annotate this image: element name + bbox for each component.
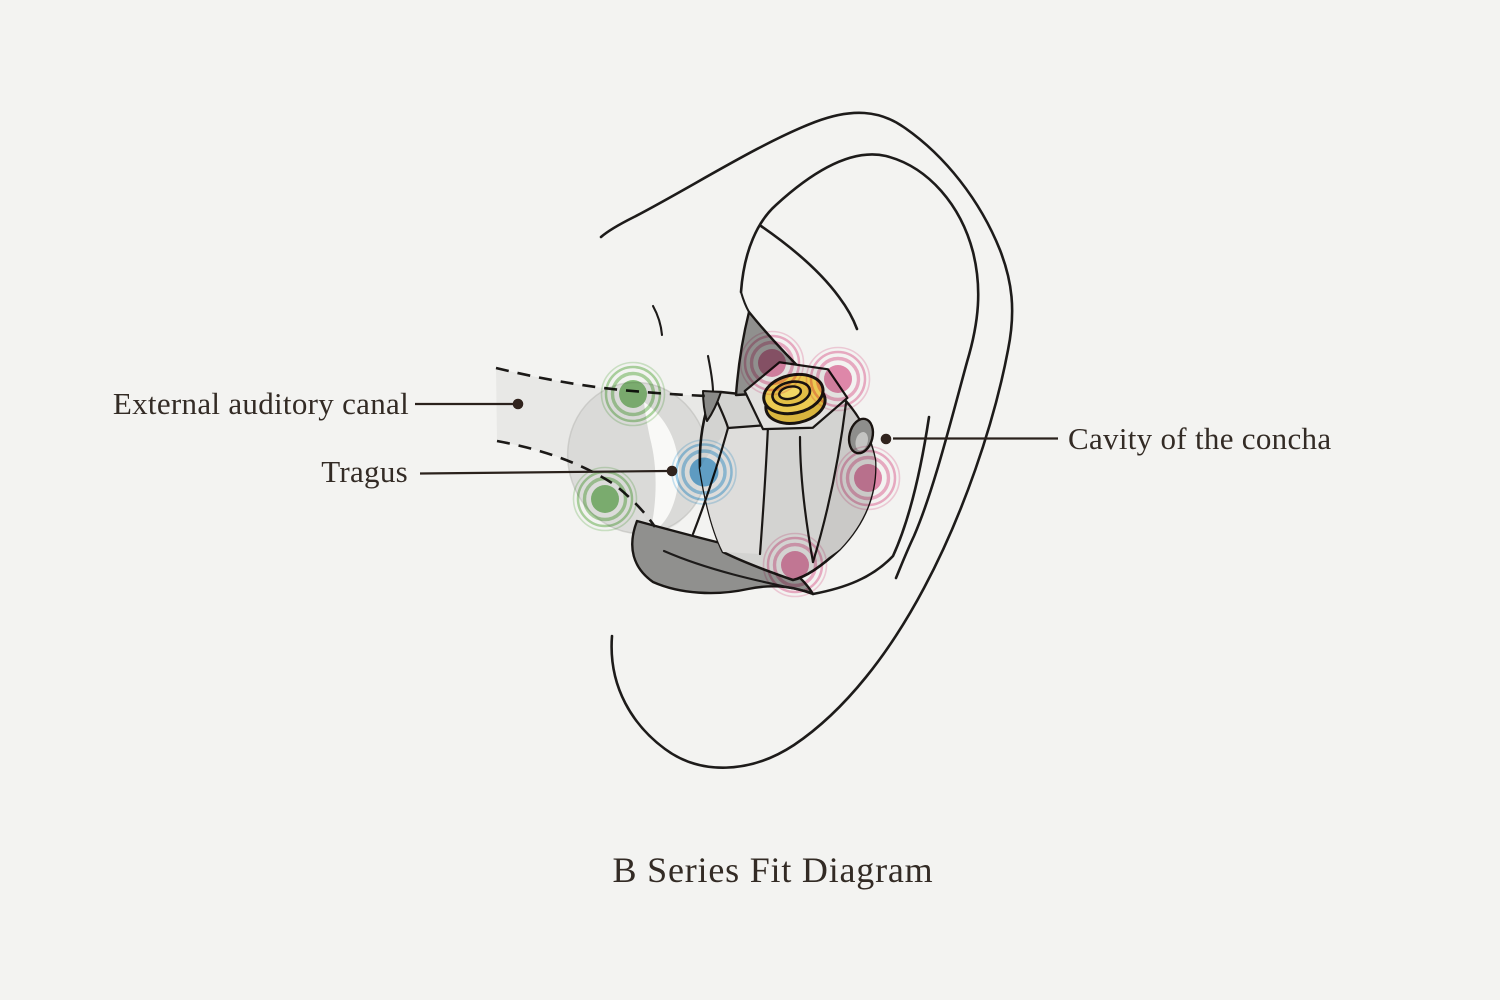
concha-shadow-crease — [662, 549, 812, 594]
fit-point-green-ear-tip-top — [600, 361, 666, 427]
supratragic-notch-line — [651, 304, 664, 337]
tragus-leader-line — [419, 469, 668, 475]
vent-hole — [847, 417, 875, 455]
fit-point-pink-concha-right — [835, 445, 901, 511]
antitragus-curve — [811, 415, 931, 596]
ear-outline — [599, 111, 1014, 769]
concha-leader-dot — [880, 433, 892, 445]
tragus-top-line — [706, 354, 715, 394]
callout-leaders — [415, 398, 1058, 477]
fit-point-blue-tragus — [671, 439, 737, 505]
shell-notch-wedge — [702, 390, 722, 422]
crus-shadow-tip-line — [739, 290, 751, 314]
label-tragus: Tragus — [321, 454, 408, 489]
diagram-title: B Series Fit Diagram — [612, 850, 934, 890]
canal-leader-dot — [512, 398, 524, 410]
iem-shell — [691, 290, 877, 582]
fit-point-pink-bottom — [762, 532, 828, 598]
helix-inner-rim-curve — [739, 153, 980, 580]
fit-point-markers — [572, 330, 901, 598]
fit-point-pink-top-left — [739, 330, 805, 396]
fit-point-green-ear-tip-bottom — [572, 466, 638, 532]
connector-socket — [777, 385, 803, 401]
label-cavity-of-the-concha: Cavity of the concha — [1068, 421, 1332, 456]
ear-tip-highlight — [644, 402, 679, 533]
label-external-auditory-canal: External auditory canal — [112, 386, 409, 421]
iem-shell-center-facet — [700, 426, 768, 554]
fit-point-pink-top-right — [805, 346, 871, 412]
tragus-leader-dot — [666, 465, 678, 477]
antihelix-crus-curve — [759, 224, 859, 331]
helix-outer-curve — [599, 111, 1014, 769]
gold-connector — [743, 361, 849, 431]
